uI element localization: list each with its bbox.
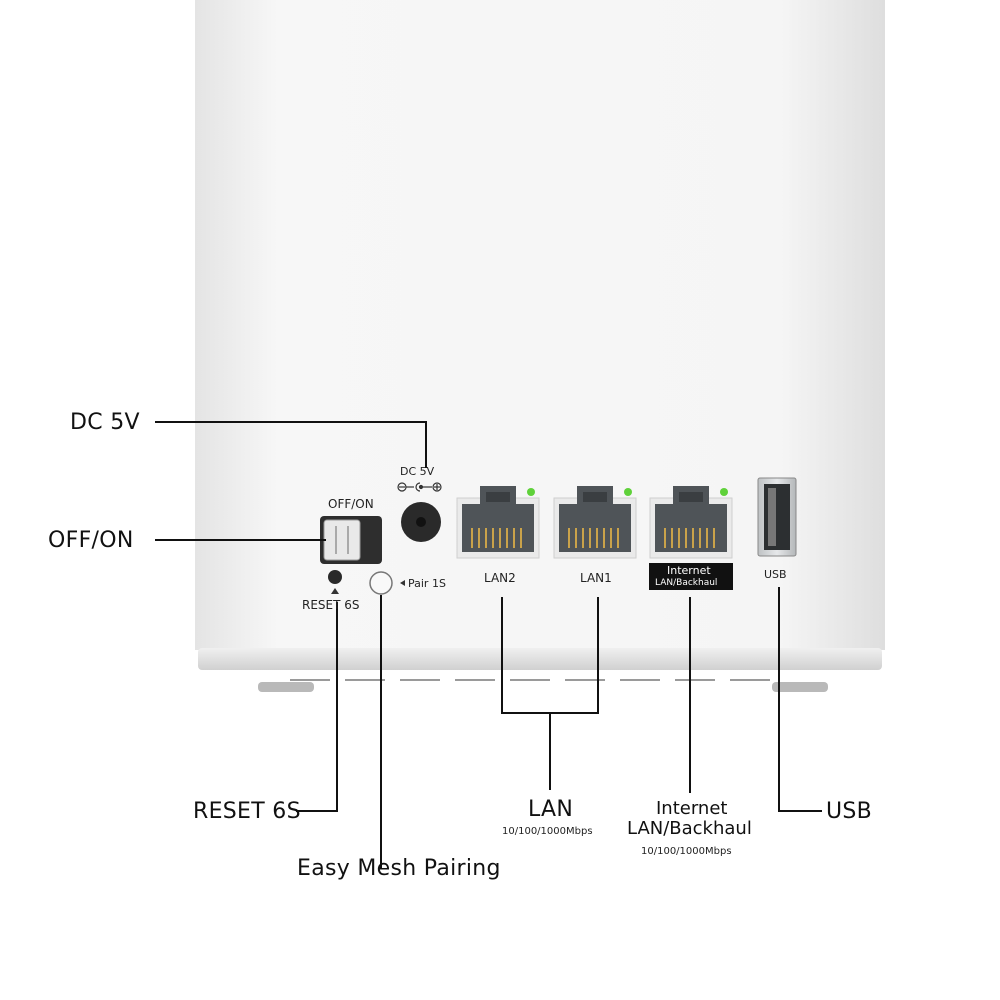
lan1-device-label: LAN1 [580, 571, 612, 585]
callout-lan: LAN [528, 797, 574, 822]
power-switch-toggle[interactable] [323, 519, 361, 561]
callout-reset: RESET 6S [193, 799, 301, 824]
callout-lines [155, 421, 822, 868]
port-usb[interactable] [757, 477, 797, 557]
callout-off-on: OFF/ON [48, 528, 134, 553]
callout-internet-speed: 10/100/1000Mbps [641, 846, 732, 857]
lan2-led [527, 488, 535, 496]
reset-device-label: RESET 6S [302, 598, 360, 612]
off-on-device-label: OFF/ON [328, 497, 374, 511]
port-lan2[interactable] [456, 486, 540, 559]
foot-right [772, 682, 828, 692]
lan-backhaul-device-label: LAN/Backhaul [655, 578, 718, 588]
callout-dc: DC 5V [70, 410, 140, 435]
reset-hole[interactable] [328, 570, 342, 584]
callout-internet-line1: Internet [656, 798, 728, 819]
usb-device-label: USB [764, 568, 787, 581]
port-internet[interactable] [649, 486, 733, 559]
internet-led [720, 488, 728, 496]
reset-arrow-icon [331, 588, 339, 594]
callout-easy-mesh: Easy Mesh Pairing [297, 856, 501, 881]
foot-left [258, 682, 314, 692]
internet-device-label: Internet [667, 564, 711, 577]
callout-usb: USB [826, 799, 873, 824]
router-base [198, 648, 882, 670]
callout-internet-line2: LAN/Backhaul [627, 818, 752, 839]
callout-lan-speed: 10/100/1000Mbps [502, 826, 593, 837]
lan1-led [624, 488, 632, 496]
lan2-device-label: LAN2 [484, 571, 516, 585]
dc-device-label: DC 5V [400, 465, 435, 478]
internet-label-bg [649, 563, 733, 590]
pair-device-label: Pair 1S [408, 577, 446, 590]
pair-button[interactable] [369, 571, 393, 595]
port-lan1[interactable] [553, 486, 637, 559]
dc-polarity-icon [397, 482, 442, 492]
pair-arrow-icon [400, 580, 405, 586]
